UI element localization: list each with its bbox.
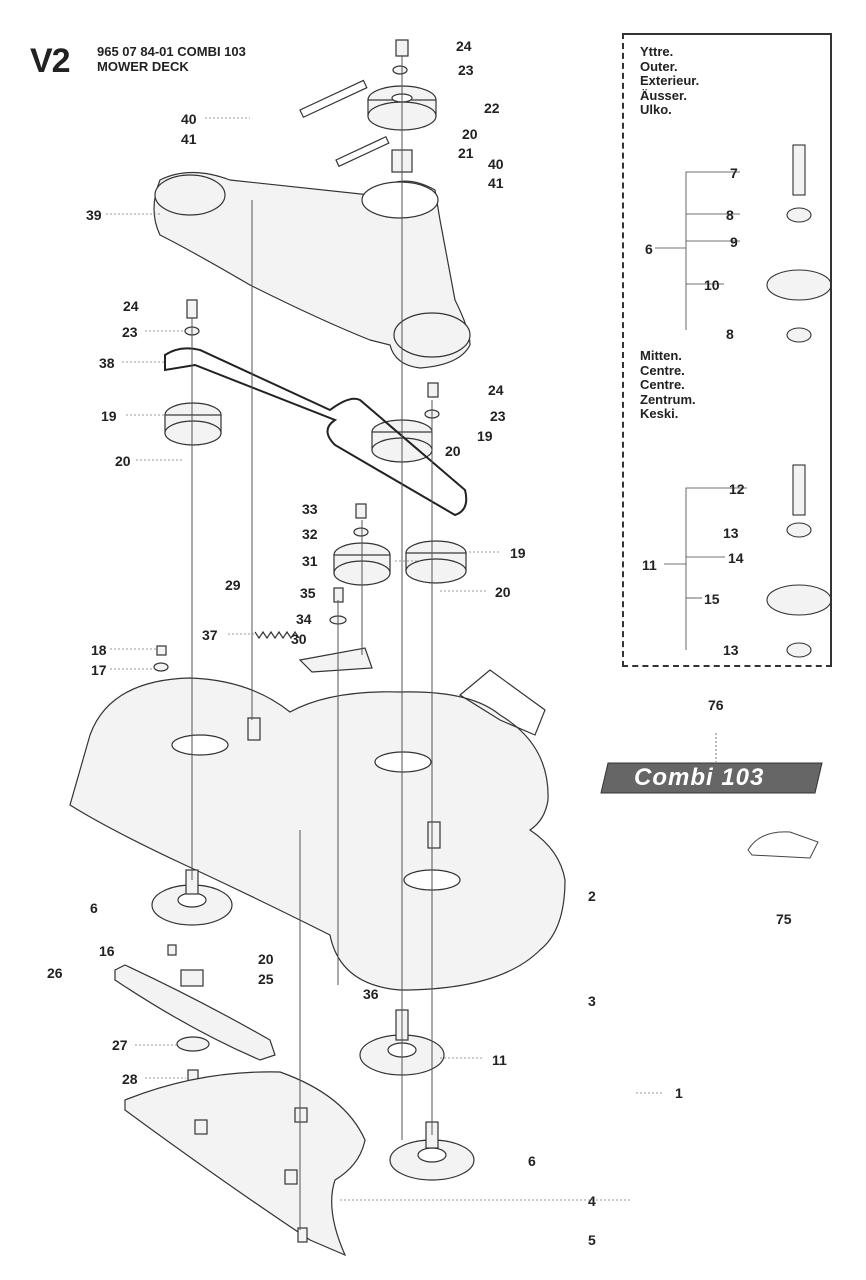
deck-hole-left <box>171 734 229 756</box>
cover-hub-right <box>393 312 471 358</box>
callout: 38 <box>99 355 115 371</box>
callout: 27 <box>112 1037 128 1053</box>
inset-callout: 8 <box>726 326 734 342</box>
callout: 22 <box>484 100 500 116</box>
callout: 16 <box>99 943 115 959</box>
callout: 6 <box>528 1153 536 1169</box>
decal-badge <box>600 762 823 794</box>
idler-arm <box>298 647 373 673</box>
callout: 28 <box>122 1071 138 1087</box>
assembly-title: MOWER DECK <box>97 59 189 74</box>
callout: 19 <box>477 428 493 444</box>
inset-callout: 6 <box>645 241 653 257</box>
callout: 2 <box>588 888 596 904</box>
callout: 11 <box>492 1052 507 1068</box>
callout: 34 <box>296 611 312 627</box>
callout: 23 <box>122 324 138 340</box>
bolt-33 <box>355 503 367 519</box>
top-bolt <box>395 39 409 57</box>
deck-hole-centre <box>374 751 432 773</box>
callout: 5 <box>588 1232 596 1248</box>
callout: 24 <box>488 382 504 398</box>
callout: 41 <box>181 131 197 147</box>
inset-callout: 15 <box>704 591 720 607</box>
callout: 31 <box>302 553 318 569</box>
callout: 18 <box>91 642 107 658</box>
bolt-35 <box>333 587 344 603</box>
callout: 17 <box>91 662 107 678</box>
callout: 76 <box>708 697 724 713</box>
v-belt <box>164 347 468 517</box>
inset-callout: 10 <box>704 277 720 293</box>
callout: 20 <box>495 584 511 600</box>
inset-callout: 11 <box>642 557 657 573</box>
callout: 23 <box>490 408 506 424</box>
part-number: 965 07 84-01 COMBI 103 <box>97 44 246 59</box>
blade-guard <box>124 1071 366 1257</box>
callout: 6 <box>90 900 98 916</box>
diagram-code: V2 <box>30 42 71 80</box>
callout: 20 <box>115 453 131 469</box>
cover-hub-top <box>361 181 439 219</box>
inset-shaft-7 <box>792 144 806 196</box>
callout: 24 <box>456 38 472 54</box>
callout: 29 <box>225 577 241 593</box>
inset-callout: 9 <box>730 234 738 250</box>
callout: 40 <box>181 111 197 127</box>
callout: 20 <box>462 126 478 142</box>
callout: 75 <box>776 911 792 927</box>
spindle-inset-box <box>622 33 832 667</box>
callout: 40 <box>488 156 504 172</box>
key-22b <box>335 135 390 168</box>
bolt-left <box>186 299 198 319</box>
bolt-16 <box>167 944 177 956</box>
inset-callout: 14 <box>728 550 744 566</box>
decal-text: Combi 103 <box>634 764 765 791</box>
callout: 37 <box>202 627 218 643</box>
cover-hub-left <box>154 174 226 216</box>
callout: 32 <box>302 526 318 542</box>
inset-centre-labels: Mitten. Centre. Centre. Zentrum. Keski. <box>640 348 696 421</box>
callout: 25 <box>258 971 274 987</box>
inset-callout: 13 <box>723 642 739 658</box>
cutting-blade <box>114 964 276 1061</box>
callout: 26 <box>47 965 63 981</box>
inset-callout: 12 <box>729 481 745 497</box>
callout: 1 <box>675 1085 683 1101</box>
bolt-right <box>427 382 439 398</box>
callout: 24 <box>123 298 139 314</box>
callout: 21 <box>458 145 474 161</box>
callout: 23 <box>458 62 474 78</box>
deck-handle <box>458 669 546 736</box>
callout: 33 <box>302 501 318 517</box>
inset-shaft-12 <box>792 464 806 516</box>
callout: 36 <box>363 986 379 1002</box>
mower-deck <box>69 677 566 991</box>
callout: 19 <box>510 545 526 561</box>
callout: 4 <box>588 1193 596 1209</box>
callout: 20 <box>258 951 274 967</box>
key-22a <box>299 79 368 119</box>
inset-callout: 7 <box>730 165 738 181</box>
inset-callout: 8 <box>726 207 734 223</box>
inset-outer-labels: Yttre. Outer. Exterieur. Äusser. Ulko. <box>640 44 700 117</box>
inset-callout: 13 <box>723 525 739 541</box>
spring-37 <box>254 630 300 640</box>
callout: 41 <box>488 175 504 191</box>
callout: 3 <box>588 993 596 1009</box>
callout: 30 <box>291 631 307 647</box>
callout: 19 <box>101 408 117 424</box>
belt-decal <box>747 831 819 859</box>
callout: 35 <box>300 585 316 601</box>
callout: 20 <box>445 443 461 459</box>
callout: 39 <box>86 207 102 223</box>
